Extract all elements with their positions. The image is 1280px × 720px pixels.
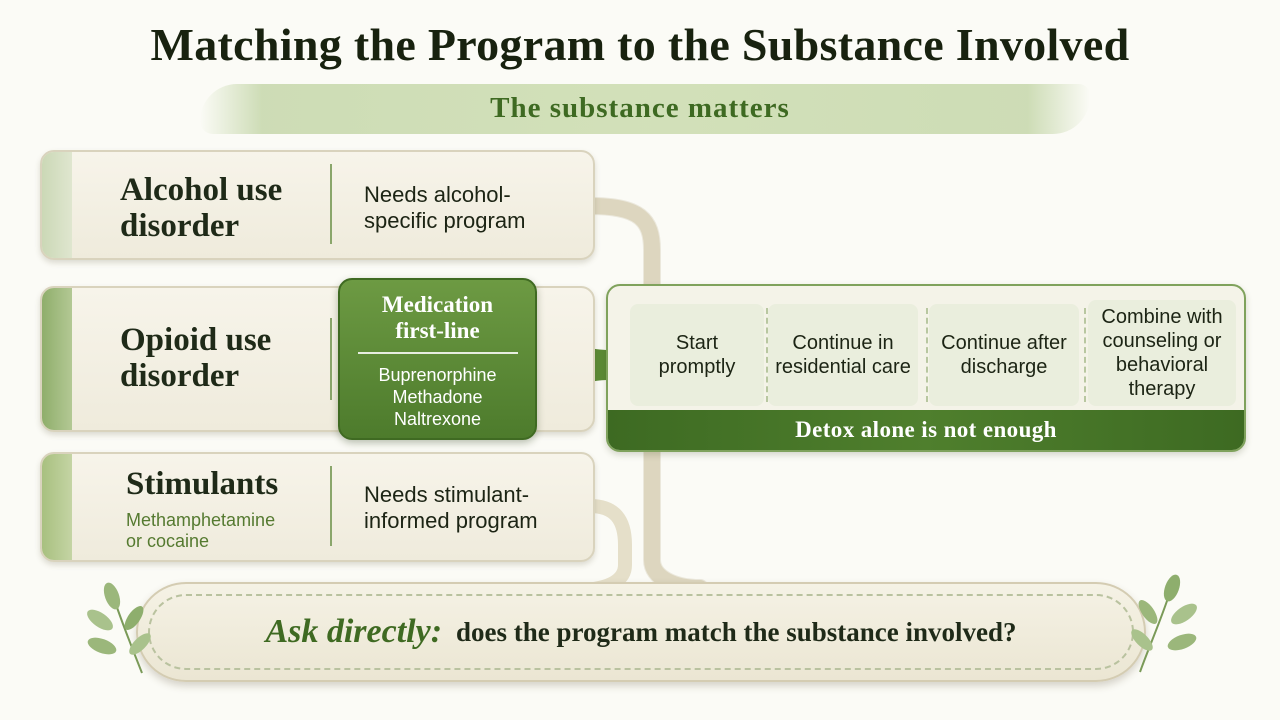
step-start-promptly: Start promptly <box>630 304 764 406</box>
medication-drug: Methadone <box>392 386 483 407</box>
ask-directly-banner: Ask directly: does the program match the… <box>136 582 1146 682</box>
step-separator <box>926 308 928 402</box>
step-residential-care: Continue in residential care <box>768 304 918 406</box>
medication-drug: Buprenorphine <box>378 364 497 385</box>
medication-title: Medication first-line <box>381 292 494 343</box>
treatment-steps-panel: Start promptly Continue in residential c… <box>606 284 1246 452</box>
step-combine-therapy: Combine with counseling or behavioral th… <box>1088 300 1236 406</box>
detox-note-bar: Detox alone is not enough <box>608 410 1244 450</box>
card-divider <box>330 164 332 244</box>
banner-question: does the program match the substance inv… <box>456 616 1017 647</box>
card-tab <box>42 288 72 430</box>
medication-divider <box>357 352 518 354</box>
subtitle-brush-stroke <box>200 84 1090 134</box>
step-separator <box>1084 308 1086 402</box>
card-divider <box>330 318 332 400</box>
program-need: Needs stimulant- informed program <box>364 482 538 533</box>
page-subtitle: The substance matters <box>490 92 790 124</box>
banner-text: Ask directly: does the program match the… <box>138 584 1144 680</box>
card-tab <box>42 454 72 560</box>
medication-drug: Naltrexone <box>393 408 482 429</box>
leaf-sprig-icon <box>87 582 151 674</box>
substance-name: Stimulants <box>126 466 279 502</box>
card-divider <box>330 466 332 546</box>
program-need: Needs alcohol- specific program <box>364 182 526 233</box>
page-title: Matching the Program to the Substance In… <box>150 19 1130 70</box>
substance-card-alcohol: Alcohol use disorder Needs alcohol- spec… <box>40 150 595 260</box>
substance-name: Alcohol use disorder <box>120 172 283 244</box>
card-tab <box>42 152 72 258</box>
substance-examples: Methamphetamine or cocaine <box>126 510 276 551</box>
leaf-sprig-icon <box>1131 574 1197 673</box>
banner-ask: Ask directly: <box>265 613 443 650</box>
substance-name: Opioid use disorder <box>120 322 272 394</box>
medication-box: Medication first-line Buprenorphine Meth… <box>338 278 537 440</box>
step-after-discharge: Continue after discharge <box>929 304 1079 406</box>
substance-card-stimulants: Stimulants Methamphetamine or cocaine Ne… <box>40 452 595 562</box>
step-separator <box>766 308 768 402</box>
